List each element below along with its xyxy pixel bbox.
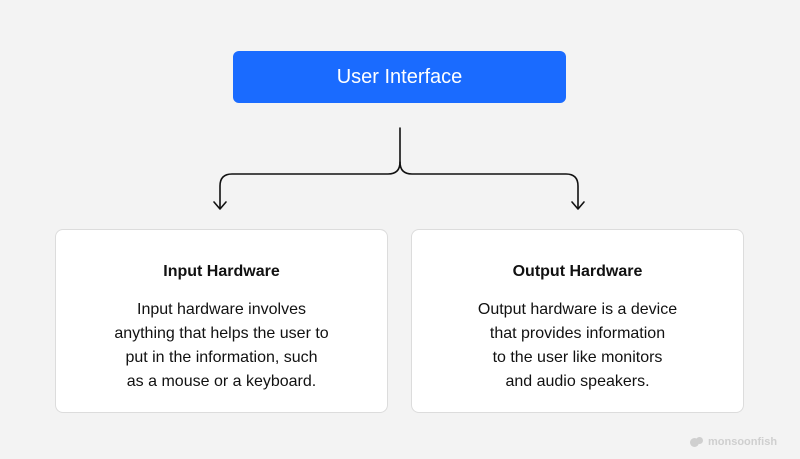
description-line: and audio speakers.	[505, 373, 650, 390]
description-line: Output hardware is a device	[477, 301, 678, 318]
description-line: anything that helps the user to	[114, 325, 329, 342]
brand-watermark: monsoonfish	[690, 436, 777, 448]
card-title: Input Hardware	[163, 263, 280, 280]
description-line: Input hardware involves	[137, 301, 306, 318]
arrow-down-icon	[213, 201, 227, 210]
card-description: Input hardware involves anything that he…	[86, 298, 357, 394]
connector-branch-right	[399, 161, 579, 209]
brand-name: monsoonfish	[708, 436, 778, 448]
card-description: Output hardware is a device that provide…	[442, 298, 713, 394]
monsoonfish-logo-icon	[690, 437, 703, 447]
description-line: as a mouse or a keyboard.	[126, 373, 317, 390]
user-interface-label: User Interface	[336, 65, 463, 88]
output-hardware-card: Output Hardware Output hardware is a dev…	[411, 229, 744, 413]
description-line: put in the information, such	[125, 349, 318, 366]
description-line: to the user like monitors	[492, 349, 663, 366]
input-hardware-card: Input Hardware Input hardware involves a…	[55, 229, 388, 413]
connector-stem	[219, 127, 401, 209]
description-line: that provides information	[489, 325, 666, 342]
card-title: Output Hardware	[512, 263, 643, 280]
user-interface-node: User Interface	[233, 51, 566, 103]
arrow-down-icon	[571, 201, 585, 210]
